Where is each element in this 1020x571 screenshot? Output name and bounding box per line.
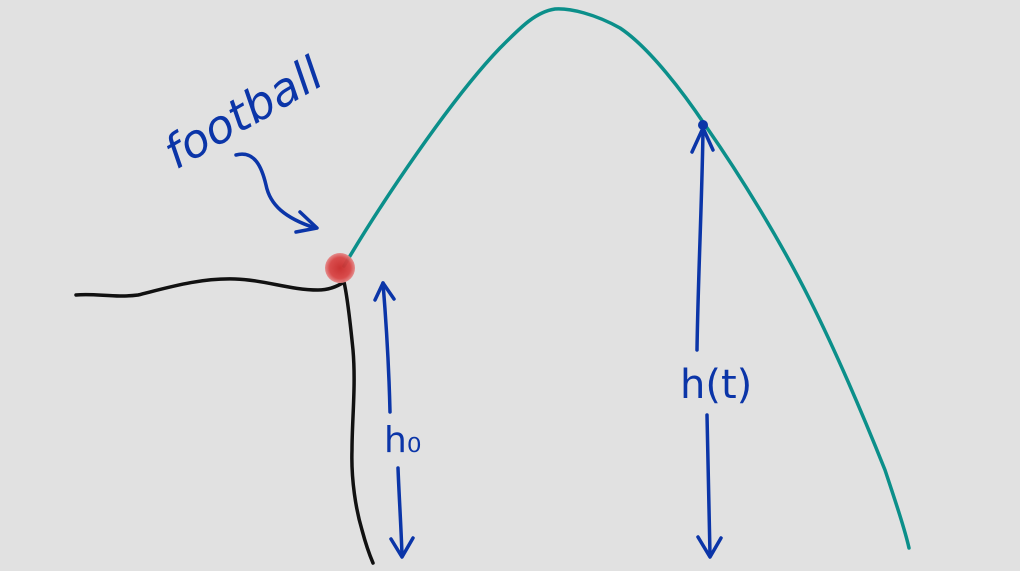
h0-label: h₀	[384, 420, 421, 461]
ht-arrowhead-bottom	[696, 535, 723, 559]
trajectory-point	[698, 120, 708, 130]
h0-arrow-lower	[396, 466, 404, 557]
ht-arrow-lower	[705, 413, 712, 557]
ht-label: h(t)	[680, 362, 752, 408]
ht-arrowhead-top	[690, 126, 715, 154]
football-label: football	[155, 46, 332, 180]
ht-arrow-upper	[695, 128, 705, 352]
football-pointer-arrowhead	[294, 210, 319, 234]
h0-arrowhead-bottom	[389, 536, 415, 559]
trajectory-curve	[342, 7, 911, 550]
cliff-outline	[74, 277, 375, 565]
h0-arrow-upper	[381, 281, 392, 414]
h0-arrowhead-top	[373, 281, 396, 302]
football-pointer-arrow	[234, 152, 317, 230]
football-ball	[325, 253, 355, 283]
